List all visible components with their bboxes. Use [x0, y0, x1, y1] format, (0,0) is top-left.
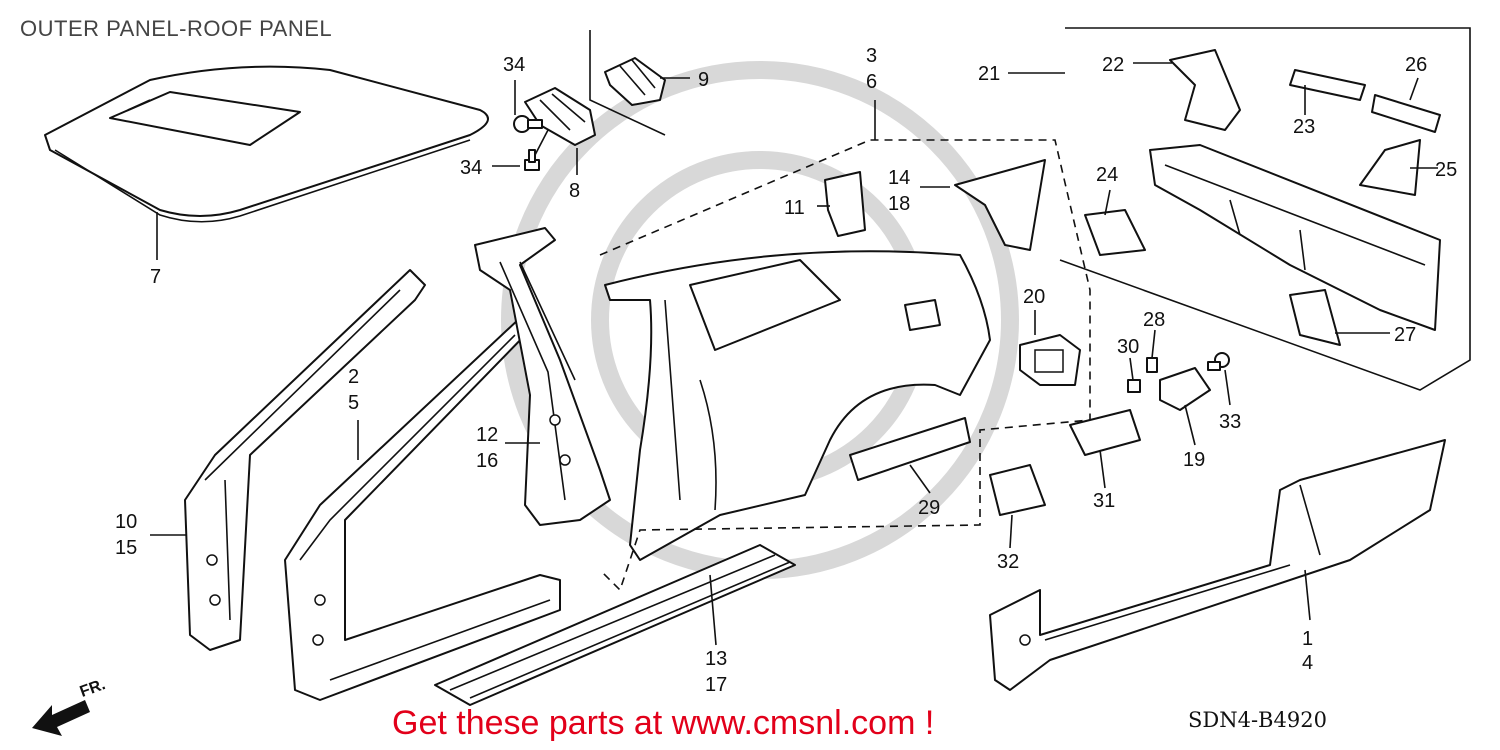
side-sill-13[interactable]	[434, 544, 796, 706]
bracket-23[interactable]	[1289, 69, 1366, 101]
callout-25: 25	[1435, 159, 1457, 181]
callout-32: 32	[997, 551, 1019, 573]
side-sill-panel-1[interactable]	[989, 439, 1446, 691]
front-pillar-2[interactable]	[284, 317, 561, 701]
promo-text: Get these parts at www.cmsnl.com !	[392, 704, 935, 742]
callout-21: 21	[978, 63, 1000, 85]
callout-27: 27	[1394, 324, 1416, 346]
part-30[interactable]	[1127, 379, 1141, 393]
roof-bracket-8[interactable]	[524, 87, 596, 146]
rear-panel-21[interactable]	[1149, 144, 1441, 331]
part-20[interactable]	[1019, 334, 1081, 386]
callout-28: 28	[1143, 309, 1165, 331]
bolt-34-upper[interactable]	[513, 115, 543, 133]
part-28[interactable]	[1146, 357, 1158, 373]
molding-29[interactable]	[849, 417, 971, 481]
callout-31: 31	[1093, 490, 1115, 512]
bracket-26[interactable]	[1371, 94, 1441, 133]
callout-23: 23	[1293, 116, 1315, 138]
callout-11: 11	[784, 197, 805, 219]
panel-14[interactable]	[954, 159, 1046, 251]
page-title: OUTER PANEL-ROOF PANEL	[20, 16, 333, 41]
callout-29: 29	[918, 497, 940, 519]
callout-19: 19	[1183, 449, 1205, 471]
diagram-code: SDN4-B4920	[1188, 708, 1327, 732]
callout-30: 30	[1117, 336, 1139, 358]
callout-33: 33	[1219, 411, 1241, 433]
callout-7: 7	[150, 266, 161, 288]
part-31[interactable]	[1069, 409, 1141, 456]
front-pillar-10[interactable]	[184, 269, 426, 651]
bracket-22[interactable]	[1169, 49, 1241, 131]
bolt-33[interactable]	[1207, 352, 1230, 371]
callout-9: 9	[698, 69, 709, 91]
lid-19[interactable]	[1159, 367, 1211, 411]
callout-8: 8	[569, 180, 580, 202]
callout-26: 26	[1405, 54, 1427, 76]
leader-lines	[150, 62, 1438, 646]
roof-panel[interactable]	[44, 65, 489, 223]
bracket-27[interactable]	[1289, 289, 1341, 346]
roof-bracket-9[interactable]	[604, 57, 666, 106]
center-pillar-12[interactable]	[474, 227, 611, 526]
callout-34-upper: 34	[503, 54, 525, 76]
bolt-34-lower[interactable]	[524, 149, 540, 171]
bracket-24[interactable]	[1084, 209, 1146, 256]
bracket-25[interactable]	[1359, 139, 1421, 196]
callout-34-lower: 34	[460, 157, 482, 179]
part-32[interactable]	[989, 464, 1046, 516]
arrow-front-icon	[32, 700, 90, 736]
callout-22: 22	[1102, 54, 1124, 76]
rear-quarter-panel-3[interactable]	[604, 250, 991, 561]
callout-24: 24	[1096, 164, 1118, 186]
bracket-11[interactable]	[824, 171, 866, 237]
callout-20: 20	[1023, 286, 1045, 308]
